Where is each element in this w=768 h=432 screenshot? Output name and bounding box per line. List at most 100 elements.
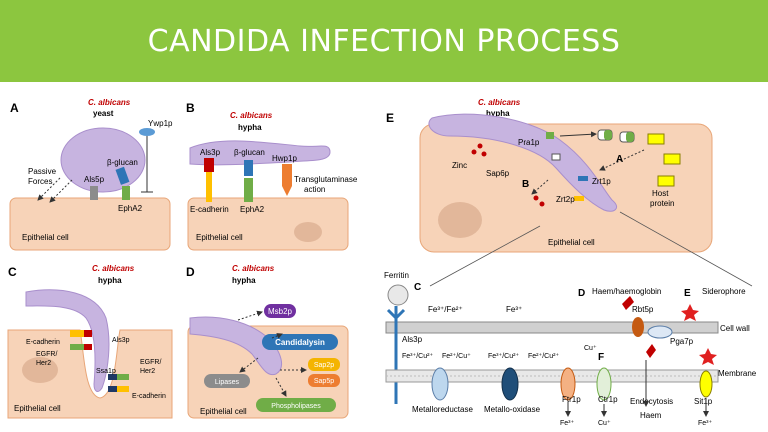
siderophore-star: [681, 304, 699, 321]
panel-c-letter: C: [8, 265, 17, 279]
msb2p-arrow: [237, 310, 263, 321]
haem-label: Haem: [640, 411, 662, 420]
panel-e-letter: E: [386, 111, 394, 125]
ferritin-sphere: [387, 284, 409, 306]
epha2-receptor-b: [244, 178, 253, 202]
haem-diamond-2: [646, 344, 656, 358]
iron-route-c: C: [414, 282, 421, 293]
pra1p-ligand-1-green: [604, 130, 612, 140]
ferritin-label: Ferritin: [384, 271, 409, 280]
pra1p-arrow: [559, 131, 597, 138]
e-cadherin-c1: [70, 330, 84, 337]
rbt5p-protein: [632, 317, 644, 337]
phospholipases-pill: [256, 398, 336, 412]
sit1p-label: Sit1p: [694, 397, 713, 406]
metallo-oxidase-protein: [501, 367, 519, 401]
ywp1p-protein: [139, 128, 155, 136]
haemoglobin-diamond: [622, 296, 634, 310]
zinc-dot-4: [533, 195, 539, 201]
hypha-c: [25, 289, 110, 392]
egfr-label-c1b: Her2: [36, 360, 51, 367]
zoom-line-left: [429, 225, 541, 287]
als3p-iron-receptor: [386, 306, 406, 404]
epithelial-cell-label-b: Epithelial cell: [196, 233, 243, 242]
phospholipases-arrow: [275, 377, 287, 397]
epithelial-cell-label-c: Epithelial cell: [14, 404, 61, 413]
e-cadherin-receptor-b: [206, 172, 212, 202]
egfr-label-c2a: EGFR/: [140, 359, 161, 366]
ftr1p-product-label: Fe³⁺: [560, 420, 575, 427]
zinc-bound-1: [551, 153, 561, 161]
ywp1p-label: Ywp1p: [148, 119, 173, 128]
panel-c: C C. albicans hypha E-cadherin Als3p EGF…: [7, 264, 173, 419]
cu-plus-label: Cu⁺: [584, 345, 597, 352]
pra1p-label: Pra1p: [518, 138, 540, 147]
ssa1p-protein-2: [108, 386, 117, 392]
sap2p-label: Sap2p: [314, 362, 334, 369]
sit1p-protein: [699, 370, 713, 398]
beta-glucan-ligand: [115, 166, 130, 185]
epithelial-cell-a: [9, 197, 171, 251]
zinc-label: Zinc: [452, 161, 467, 170]
zinc-dot-2: [477, 143, 483, 149]
pra1p-protein: [546, 132, 554, 139]
ssa1p-label: Ssa1p: [96, 368, 116, 375]
als3p-label-c: Als3p: [112, 337, 130, 344]
sap5p-label: Sap5p: [314, 378, 334, 385]
panel-d-form: hypha: [232, 276, 256, 285]
iron-route-e: E: [684, 288, 691, 299]
haem-haemoglobin-label: Haem/haemoglobin: [592, 287, 661, 296]
zrt1p-label: Zrt1p: [592, 177, 611, 186]
nucleus-c: [22, 357, 58, 383]
ftr1p-protein: [560, 367, 576, 401]
chain-label-2: Fe³⁺/Cu²⁺: [488, 353, 519, 360]
egfr-c1: [70, 344, 84, 350]
panel-c-form: hypha: [98, 276, 122, 285]
nucleus-b: [294, 222, 322, 242]
ctr1p-label: Ctr1p: [598, 395, 618, 404]
host-protein-3: [657, 175, 675, 187]
metalloreductase-protein: [431, 367, 449, 401]
als5p-protein: [90, 186, 98, 200]
nucleus-e: [438, 202, 482, 238]
page-title: CANDIDA INFECTION PROCESS: [147, 23, 621, 59]
panel-a-form: yeast: [93, 109, 114, 118]
ctr1p-product-label: Cu⁺: [598, 420, 611, 427]
panel-d: D C. albicans hypha Msb2p Candidalysin S…: [186, 264, 349, 419]
sap6p-arrow: [531, 179, 549, 195]
panel-b-letter: B: [186, 101, 195, 115]
pga7p-protein: [647, 325, 673, 339]
als5p-label: Als5p: [84, 175, 105, 184]
passive-label: Passive: [28, 167, 57, 176]
hypha-b: [189, 140, 331, 166]
epha2-label-b: EphA2: [240, 205, 265, 214]
panel-b-form: hypha: [238, 123, 262, 132]
panel-b: B C. albicans hypha Als3p β-glucan Hwp1p…: [186, 101, 358, 251]
panel-a: A C. albicans yeast Passive Forces Als5p…: [9, 98, 173, 251]
sap5p-pill: [308, 374, 340, 387]
egfr-label-c1a: EGFR/: [36, 351, 57, 358]
iron-route-d: D: [578, 288, 585, 299]
host-protein-1: [647, 133, 665, 145]
candidalysin-arrow: [271, 333, 283, 339]
panel-c-organism: C. albicans: [92, 264, 135, 273]
phospholipases-label: Phospholipases: [271, 403, 321, 410]
panel-e: E C. albicans hypha Pra1p Zinc Sap6p B A…: [386, 98, 753, 287]
title-banner: CANDIDA INFECTION PROCESS: [0, 0, 768, 82]
als3p-protein-b: [204, 158, 214, 172]
iron-route-f: F: [598, 352, 604, 363]
egfr-c2: [117, 374, 129, 380]
passive-force-arrow-1: [37, 177, 61, 201]
panel-e-organism: C. albicans: [478, 98, 521, 107]
epithelial-cell-e: [419, 123, 713, 253]
beta-glucan-label-a: β-glucan: [107, 158, 138, 167]
epithelial-cell-label-e: Epithelial cell: [548, 238, 595, 247]
hwp1p-protein: [282, 164, 292, 186]
lipases-label: Lipases: [215, 379, 240, 386]
zinc-dot-1: [471, 149, 477, 155]
siderophore-star-2: [699, 348, 717, 365]
ctr1p-protein: [596, 367, 612, 401]
passive-force-arrow-2: [49, 179, 73, 203]
egfr-label-c2b: Her2: [140, 368, 155, 375]
